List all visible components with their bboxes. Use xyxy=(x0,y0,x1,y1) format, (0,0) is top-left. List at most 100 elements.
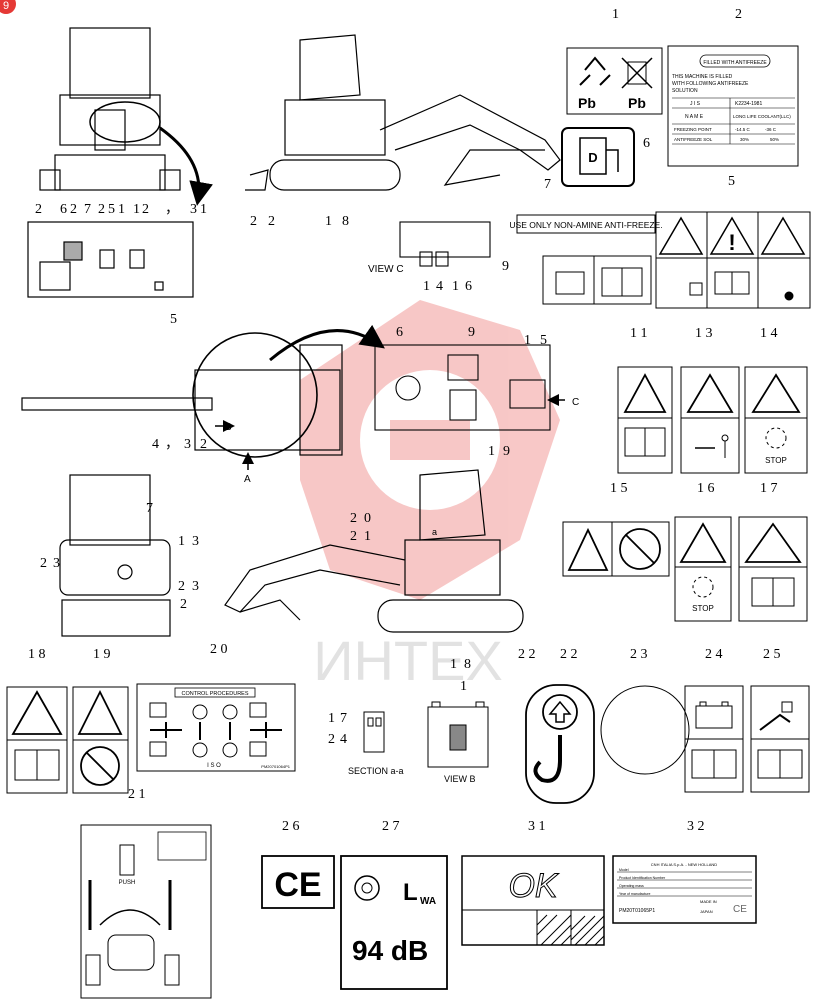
warning-triangle-icon xyxy=(744,522,802,563)
arrow-b-label: B xyxy=(225,422,232,433)
section-a-a-detail xyxy=(363,711,385,753)
svg-text:D: D xyxy=(588,150,597,165)
svg-text:3 1: 3 1 xyxy=(528,819,546,834)
svg-text:7: 7 xyxy=(84,202,91,217)
rear-view-excavator xyxy=(59,474,171,637)
svg-text:JAPAN: JAPAN xyxy=(700,909,713,914)
svg-text:OK: OK xyxy=(508,867,558,905)
svg-text:9: 9 xyxy=(503,444,510,459)
svg-text:2: 2 xyxy=(268,214,275,229)
warning-triangle-icon xyxy=(679,522,727,563)
svg-text:CNH ITALIA S.p.A. - NEW HOLLAN: CNH ITALIA S.p.A. - NEW HOLLAND xyxy=(651,862,717,867)
svg-text:FREEZING POINT: FREEZING POINT xyxy=(674,127,712,132)
svg-text:K2234-1981: K2234-1981 xyxy=(735,101,762,107)
engine-compartment-detail xyxy=(374,344,565,431)
svg-text:Pb: Pb xyxy=(578,95,596,111)
svg-text:7: 7 xyxy=(146,501,153,516)
svg-text:STOP: STOP xyxy=(692,604,714,613)
view-c-label: VIEW C xyxy=(368,264,404,275)
svg-text:6: 6 xyxy=(60,202,67,217)
svg-text:1 1: 1 1 xyxy=(630,326,648,341)
svg-text:1: 1 xyxy=(133,202,140,217)
side-view-excavator xyxy=(245,34,561,191)
warning-triangle-icon xyxy=(567,527,609,571)
svg-text:1: 1 xyxy=(524,333,531,348)
svg-text:1: 1 xyxy=(450,657,457,672)
arrow-up-icon xyxy=(548,700,572,723)
svg-text:6: 6 xyxy=(396,325,403,340)
svg-text:2: 2 xyxy=(328,732,335,747)
svg-text:94 dB: 94 dB xyxy=(352,935,428,966)
svg-text:2 3: 2 3 xyxy=(630,647,648,662)
svg-text:1: 1 xyxy=(325,214,332,229)
svg-text:6: 6 xyxy=(643,136,650,151)
decal-24-battery xyxy=(684,685,744,793)
prohibition-icon xyxy=(80,746,120,786)
svg-text:-14.5 C: -14.5 C xyxy=(735,127,751,132)
watermark-text: ИНТЕХ xyxy=(313,629,503,692)
svg-text:3: 3 xyxy=(192,534,199,549)
front-view-excavator xyxy=(39,27,213,206)
svg-text:CONTROL PROCEDURES: CONTROL PROCEDURES xyxy=(181,691,248,697)
side-view-excavator-rear xyxy=(224,469,524,633)
svg-text:5: 5 xyxy=(108,202,115,217)
svg-text:1: 1 xyxy=(118,202,125,217)
callouts-lower-left: 7 2 3 1 3 2 3 2 xyxy=(40,501,199,612)
svg-text:3: 3 xyxy=(190,202,197,217)
svg-text:Year of manufacture: Year of manufacture xyxy=(619,892,650,896)
svg-text:J I S: J I S xyxy=(690,101,701,107)
arrow-a-label: A xyxy=(244,474,251,485)
svg-text:2: 2 xyxy=(98,202,105,217)
svg-text:2 4: 2 4 xyxy=(705,647,723,662)
svg-text:4: 4 xyxy=(340,732,347,747)
lock-icon xyxy=(781,701,793,713)
decal-31-ok: OK xyxy=(461,855,605,946)
svg-text:L: L xyxy=(403,879,418,906)
svg-text:2 5: 2 5 xyxy=(763,647,781,662)
svg-text:-36 C: -36 C xyxy=(765,127,777,132)
svg-text:1 5: 1 5 xyxy=(610,481,628,496)
svg-text:3 2: 3 2 xyxy=(687,819,705,834)
svg-text:2 7: 2 7 xyxy=(382,819,400,834)
decal-7-antifreeze-note: USE ONLY NON-AMINE ANTI-FREEZE. xyxy=(509,214,663,234)
svg-text:4: 4 xyxy=(436,279,443,294)
crossed-bin-icon xyxy=(621,57,653,89)
decal-25-lock xyxy=(750,685,810,793)
svg-text:FILLED WITH ANTIFREEZE: FILLED WITH ANTIFREEZE xyxy=(703,60,767,66)
warning-triangle-icon xyxy=(686,373,734,413)
decal-14-rotation-stop xyxy=(744,366,808,474)
view-b-battery xyxy=(427,701,489,768)
svg-text:2: 2 xyxy=(35,202,42,217)
decal-11-read-manual xyxy=(617,366,673,474)
svg-text:7: 7 xyxy=(544,177,551,192)
svg-text:5: 5 xyxy=(728,174,735,189)
svg-text:2: 2 xyxy=(142,202,149,217)
decal-13-keep-distance xyxy=(680,366,740,474)
fuel-pump-icon xyxy=(579,137,607,175)
svg-text:2 2: 2 2 xyxy=(560,647,578,662)
callouts-top-mid: 2 2 1 8 xyxy=(250,214,349,229)
svg-text:50%: 50% xyxy=(770,137,779,142)
svg-text:ANTIFREEZE SOL: ANTIFREEZE SOL xyxy=(674,137,713,142)
front-panel-detail xyxy=(27,221,194,298)
rotation-icon xyxy=(765,427,787,449)
view-b-label: VIEW B xyxy=(444,774,476,784)
svg-text:2: 2 xyxy=(40,556,47,571)
decal-2-antifreeze: FILLED WITH ANTIFREEZE THIS MACHINE IS F… xyxy=(667,45,799,167)
svg-text:1: 1 xyxy=(452,279,459,294)
svg-text:1 8: 1 8 xyxy=(28,647,46,662)
callouts-top-left: 2 6 2 7 2 5 1 1 2 ， 3 1 5 xyxy=(35,202,207,327)
svg-text:，: ， xyxy=(165,202,179,217)
svg-text:2: 2 xyxy=(735,7,742,22)
decal-22-lifting-hook xyxy=(525,684,595,804)
svg-text:2: 2 xyxy=(70,202,77,217)
decal-23-blank-circle xyxy=(600,685,690,775)
decal-19-hand-hazard xyxy=(72,686,129,794)
svg-text:1 7: 1 7 xyxy=(760,481,778,496)
recycle-icon xyxy=(579,56,611,86)
svg-text:1 6: 1 6 xyxy=(697,481,715,496)
svg-text:2: 2 xyxy=(200,437,207,452)
callouts-mid-right: 6 9 1 5 1 9 xyxy=(396,325,547,459)
svg-text:1: 1 xyxy=(328,711,335,726)
